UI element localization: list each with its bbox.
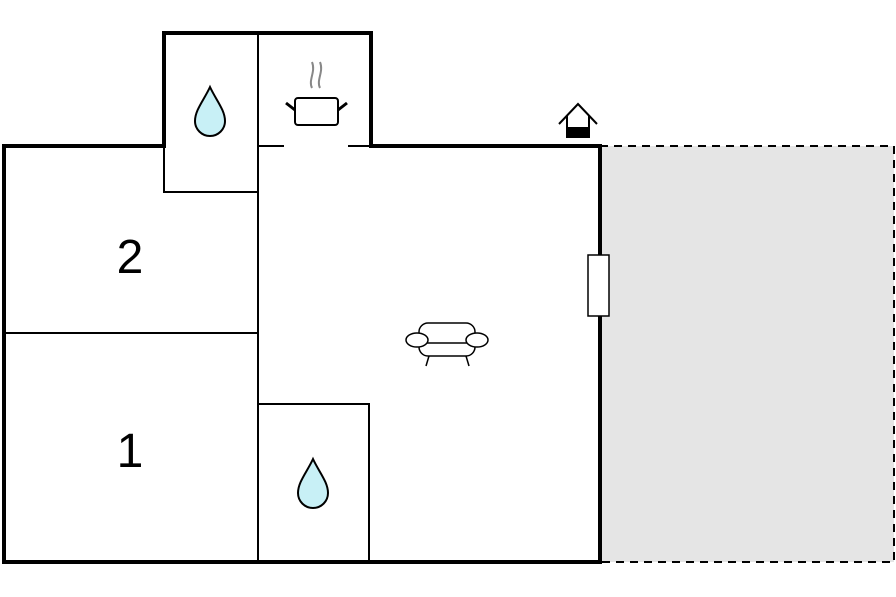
room-label-2: 2 [117,231,144,284]
house-entrance-icon [558,102,598,138]
cooking-pot-icon [285,61,348,126]
room-label-1: 1 [117,425,144,478]
terrace-area [599,145,895,563]
water-drop-icon [296,456,330,509]
wall-bathroom-top [163,146,258,193]
window-icon [587,254,610,317]
wall-bathroom-bottom [258,403,370,562]
sofa-icon [405,322,489,367]
water-drop-icon [193,84,227,137]
